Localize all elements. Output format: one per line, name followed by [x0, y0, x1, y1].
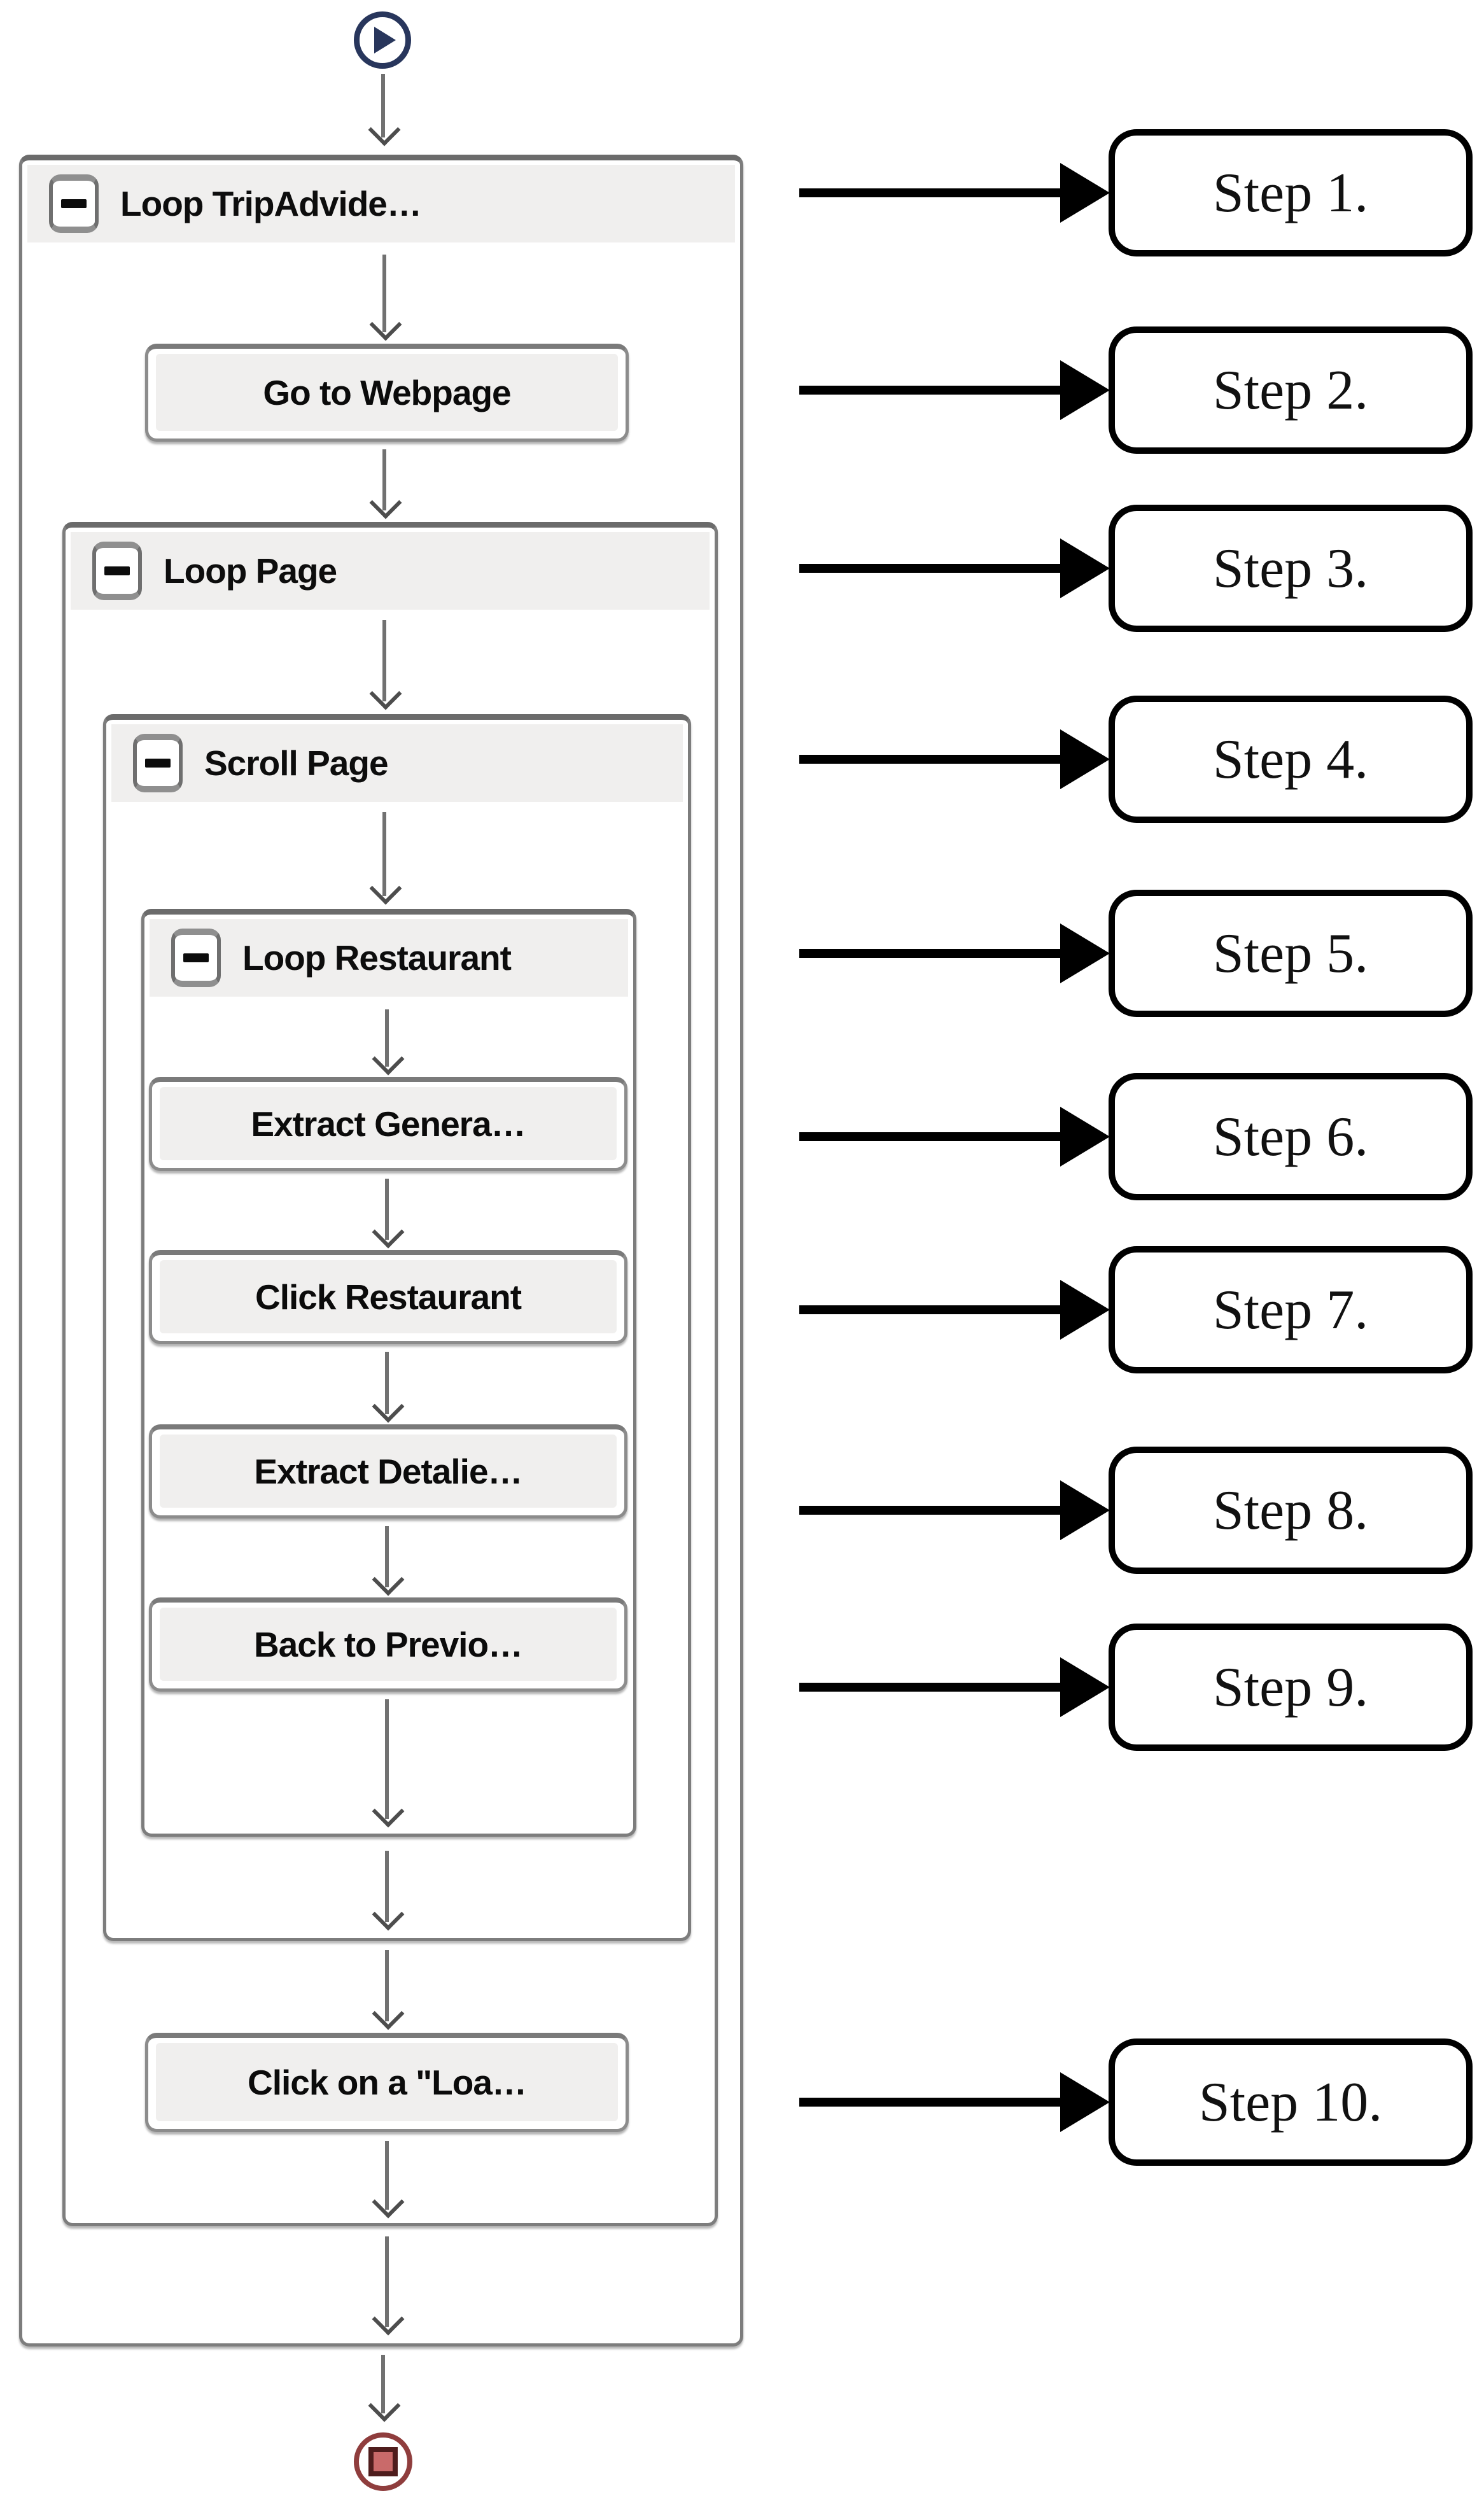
minus-icon — [61, 199, 87, 208]
step-arrow — [799, 1506, 1061, 1515]
flow-arrow-down — [385, 1851, 389, 1922]
action-label: Click Restaurant — [160, 1260, 617, 1333]
flow-arrow-down — [385, 1526, 389, 1587]
action-extract-detailed[interactable]: Extract Detalie… — [149, 1424, 627, 1519]
flow-arrow-down — [385, 1352, 389, 1414]
flow-arrow-down — [382, 255, 386, 332]
step-arrow — [799, 1132, 1061, 1141]
flow-arrow-down — [385, 1009, 389, 1067]
step-label-4: Step 4. — [1109, 696, 1473, 823]
action-label: Back to Previo… — [160, 1608, 617, 1681]
action-label: Go to Webpage — [156, 354, 618, 431]
collapse-button[interactable] — [133, 734, 183, 792]
flow-arrow-down — [381, 2355, 385, 2413]
flow-arrow-down — [385, 1699, 389, 1819]
collapse-button[interactable] — [171, 929, 221, 987]
container-label: Loop Page — [164, 551, 337, 591]
step-arrow — [799, 1305, 1061, 1314]
step-arrow — [799, 386, 1061, 395]
container-label: Loop Restaurant — [242, 938, 512, 978]
collapse-button[interactable] — [92, 542, 142, 600]
step-label-8: Step 8. — [1109, 1447, 1473, 1574]
action-label: Extract Genera… — [160, 1087, 617, 1160]
step-label-7: Step 7. — [1109, 1246, 1473, 1373]
step-arrow — [799, 564, 1061, 573]
step-label-9: Step 9. — [1109, 1624, 1473, 1751]
step-arrow — [799, 1683, 1061, 1692]
container-header-loop-page[interactable]: Loop Page — [71, 532, 710, 610]
flow-arrow-down — [385, 2141, 389, 2210]
action-label: Extract Detalie… — [160, 1435, 617, 1508]
flow-arrow-down — [385, 1950, 389, 2021]
step-label-5: Step 5. — [1109, 890, 1473, 1017]
stop-icon — [354, 2432, 412, 2491]
play-icon — [374, 27, 396, 53]
container-label: Loop TripAdvide… — [120, 184, 422, 223]
flow-arrow-down — [382, 812, 386, 896]
step-label-1: Step 1. — [1109, 129, 1473, 256]
action-back-to-previous[interactable]: Back to Previo… — [149, 1597, 627, 1692]
container-header-loop-restaurant[interactable]: Loop Restaurant — [150, 919, 628, 997]
step-arrow — [799, 755, 1061, 764]
container-header-loop-tripadvisor[interactable]: Loop TripAdvide… — [27, 165, 735, 242]
step-label-2: Step 2. — [1109, 326, 1473, 454]
step-arrow — [799, 2098, 1061, 2107]
container-label: Scroll Page — [204, 743, 389, 783]
collapse-button[interactable] — [49, 174, 99, 233]
step-arrow — [799, 188, 1061, 197]
start-icon — [354, 11, 411, 69]
step-label-3: Step 3. — [1109, 505, 1473, 632]
flow-arrow-down — [381, 74, 385, 137]
minus-icon — [183, 953, 209, 962]
flow-arrow-down — [382, 620, 386, 701]
step-arrow — [799, 949, 1061, 958]
minus-icon — [104, 566, 130, 575]
flow-arrow-down — [385, 2236, 389, 2327]
stop-square-icon — [368, 2447, 398, 2476]
action-go-to-webpage[interactable]: Go to Webpage — [145, 344, 629, 442]
action-label: Click on a "Loa… — [156, 2043, 618, 2121]
minus-icon — [145, 759, 171, 768]
container-header-scroll-page[interactable]: Scroll Page — [111, 724, 683, 802]
action-click-load-more[interactable]: Click on a "Loa… — [145, 2033, 629, 2132]
action-click-restaurant[interactable]: Click Restaurant — [149, 1250, 627, 1344]
action-extract-general[interactable]: Extract Genera… — [149, 1077, 627, 1171]
flow-arrow-down — [385, 1179, 389, 1240]
step-label-10: Step 10. — [1109, 2038, 1473, 2166]
step-label-6: Step 6. — [1109, 1073, 1473, 1200]
flow-arrow-down — [382, 449, 386, 510]
